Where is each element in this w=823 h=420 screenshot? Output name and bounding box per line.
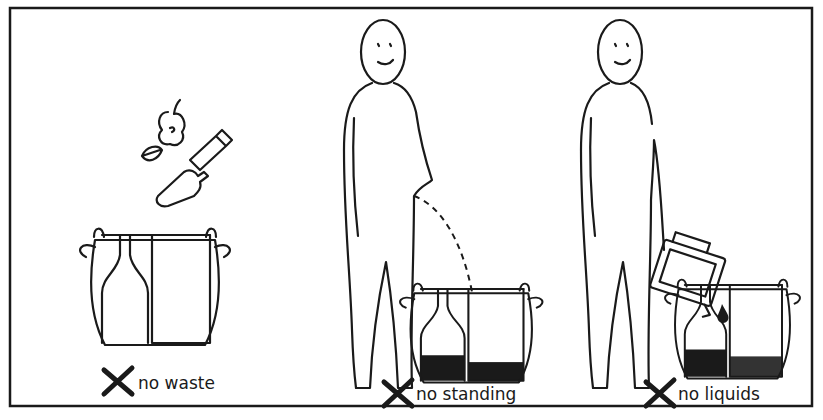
liquid-drop (717, 304, 728, 323)
liquid-fill (685, 350, 726, 377)
toilet (665, 280, 800, 379)
prohibition-mark (104, 368, 132, 394)
liquid-fill (468, 362, 523, 381)
liquid-fill (421, 355, 465, 381)
toilet (80, 229, 230, 345)
caption-label: no standing (416, 383, 516, 405)
person-body (344, 83, 432, 388)
toilet (400, 284, 542, 383)
toilet-drawing (80, 229, 230, 345)
jug (646, 230, 731, 319)
toilet-drawing (400, 284, 542, 383)
person-head (361, 20, 405, 84)
caption-label: no liquids (678, 383, 760, 405)
jug-body (650, 239, 726, 306)
person-face (378, 44, 393, 64)
tube (190, 130, 232, 170)
person-body (581, 83, 664, 388)
caption-label: no waste (138, 372, 215, 394)
person-face (615, 44, 630, 64)
toilet-drawing (665, 280, 800, 379)
jug-handle (653, 232, 730, 318)
liquid-fill (730, 356, 782, 376)
leaf (142, 147, 162, 161)
prohibition-mark (646, 380, 674, 406)
person-arm (590, 118, 595, 236)
person-head (598, 20, 642, 84)
sign-border (10, 8, 812, 406)
person-arm (353, 118, 358, 236)
bottle (157, 170, 208, 206)
apple-core (159, 100, 184, 145)
urine-stream (414, 196, 472, 292)
prohibition-mark (384, 380, 412, 406)
jug-window (660, 249, 716, 296)
